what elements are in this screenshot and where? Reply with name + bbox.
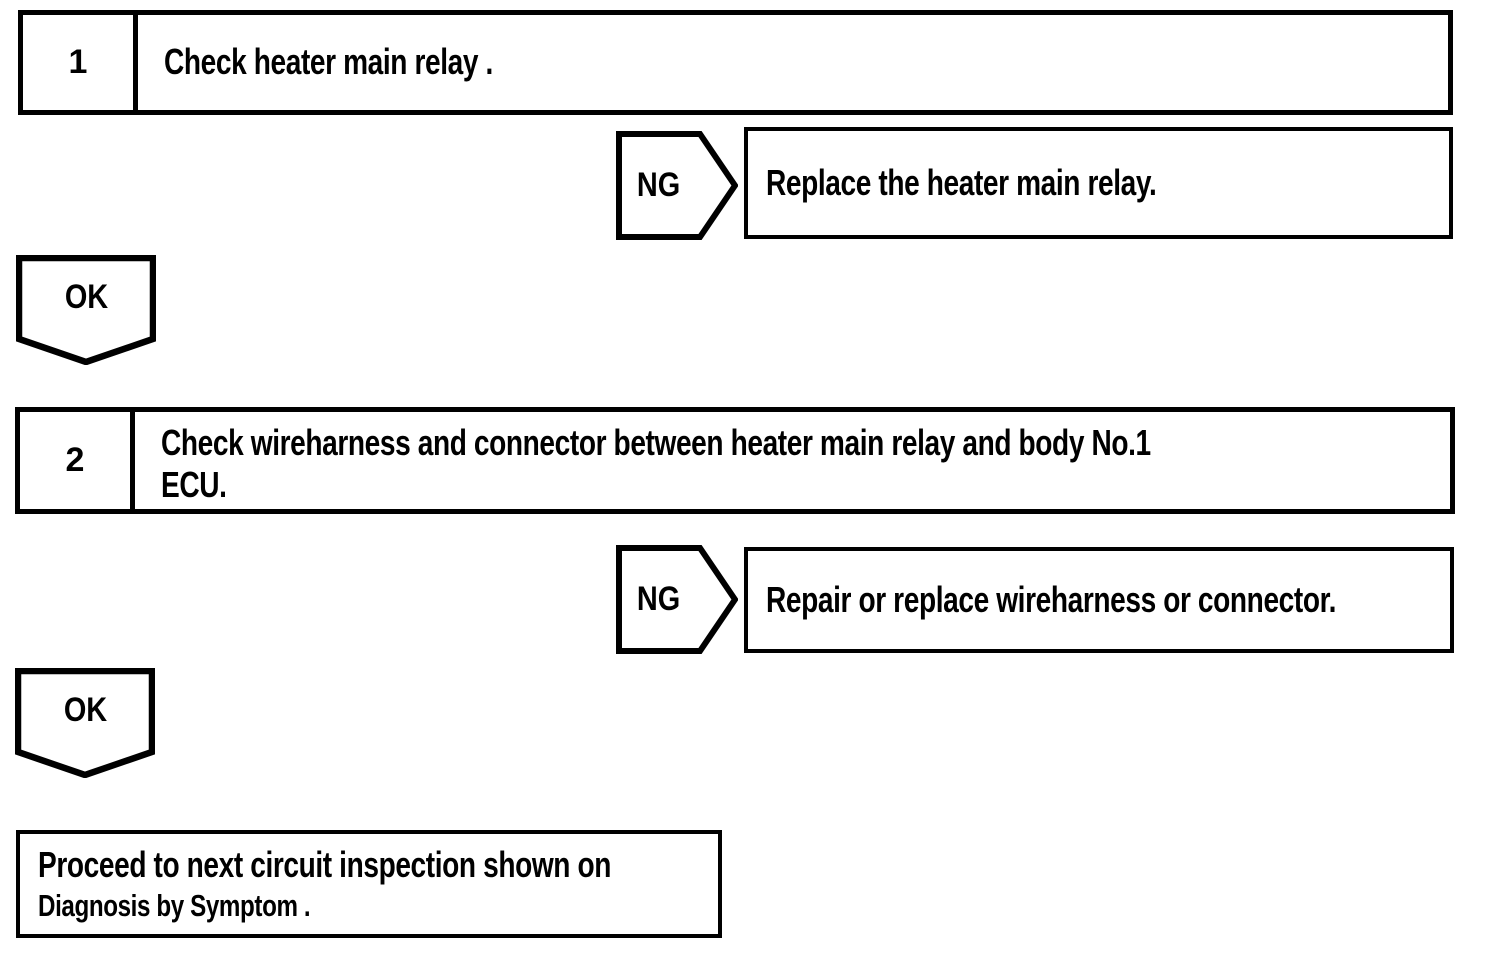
ng-arrow-shape-1: NG — [616, 131, 738, 240]
ng-arrow-shape-2: NG — [616, 545, 738, 654]
final-box-line-2: Diagnosis by Symptom . — [38, 888, 311, 924]
ok-label-1: OK — [64, 278, 108, 316]
ng-pentagon-icon — [616, 131, 738, 240]
ng-result-2-box: Repair or replace wireharness or connect… — [744, 547, 1454, 653]
step-1-box: 1 Check heater main relay . — [18, 10, 1453, 115]
ng-result-1-box: Replace the heater main relay. — [744, 127, 1453, 239]
ok-arrow-shape-2: OK — [15, 668, 155, 778]
ok-label-2: OK — [63, 691, 107, 729]
step-2-number: 2 — [20, 412, 135, 509]
step-1-instruction: Check heater main relay . — [138, 15, 1448, 110]
ng-result-2-text: Repair or replace wireharness or connect… — [766, 578, 1337, 620]
ok-arrow-shape-1: OK — [16, 255, 156, 365]
ng-pentagon-icon — [616, 545, 738, 654]
step-2-box: 2 Check wireharness and connector betwee… — [15, 407, 1455, 514]
step-1-number: 1 — [23, 15, 138, 110]
step-1-instruction-line: Check heater main relay . — [164, 41, 493, 83]
step-2-instruction-line-1: Check wireharness and connector between … — [161, 422, 1151, 463]
step-2-instruction-line-2: ECU. — [161, 464, 227, 506]
final-box-line-1: Proceed to next circuit inspection shown… — [38, 844, 611, 885]
step-2-instruction: Check wireharness and connector between … — [135, 412, 1450, 509]
final-proceed-box: Proceed to next circuit inspection shown… — [16, 830, 722, 938]
ok-pentagon-icon — [16, 255, 156, 365]
ng-result-1-text: Replace the heater main relay. — [766, 161, 1157, 203]
ng-label-2: NG — [636, 580, 680, 618]
ok-pentagon-icon — [15, 668, 155, 778]
ng-label-1: NG — [636, 166, 680, 204]
